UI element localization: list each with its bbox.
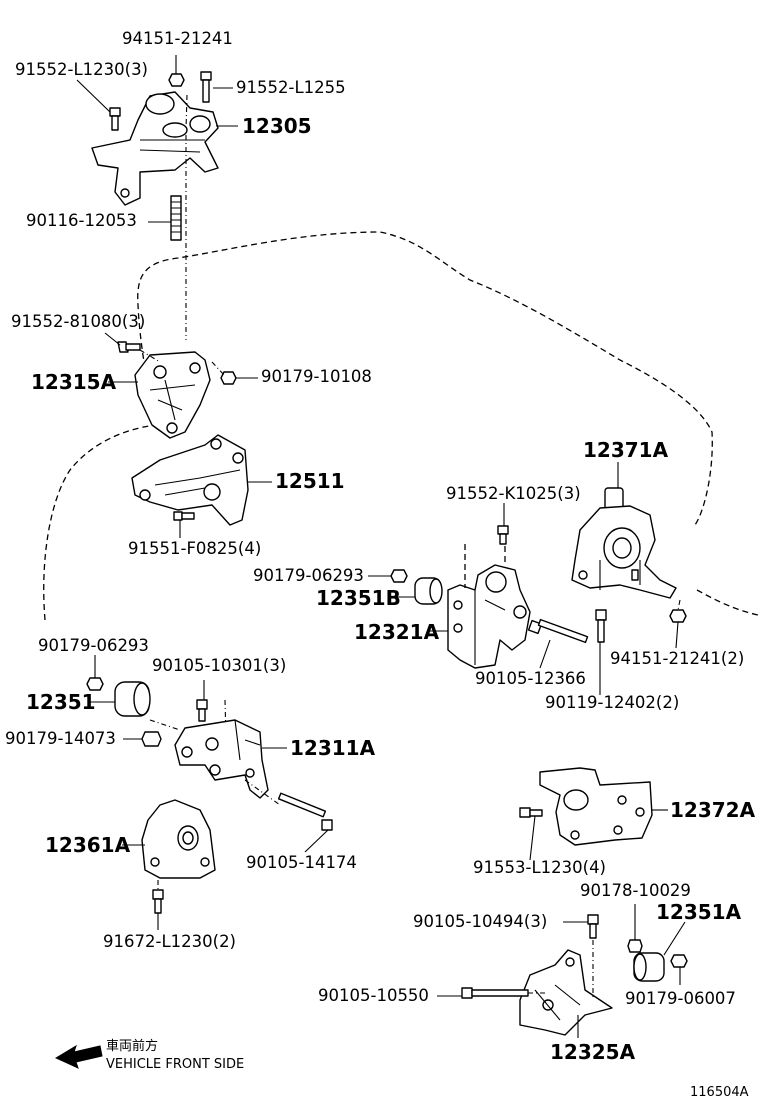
label-91553-L1230: 91553-L1230(4) (473, 858, 606, 877)
label-90179-10108: 90179-10108 (261, 367, 372, 386)
bolt-90105-10301 (196, 699, 208, 722)
label-12371A: 12371A (583, 438, 669, 462)
bolt-90105-12366 (527, 618, 589, 644)
label-90179-14073: 90179-14073 (5, 729, 116, 748)
bolt-91552-L1255 (200, 71, 212, 103)
bracket-12311A (174, 719, 269, 799)
diagram-id: 116504A (690, 1085, 749, 1100)
bolt-91552-K1025 (497, 525, 509, 545)
label-91552-K1025: 91552-K1025(3) (446, 484, 581, 503)
direction-label-jp: 車両前方 (106, 1039, 159, 1054)
bracket-12321A (447, 564, 531, 669)
nut-94151-21241-2 (669, 609, 687, 623)
bracket-12325A (519, 949, 613, 1036)
nut-94151-21241 (168, 73, 185, 87)
label-90105-10301: 90105-10301(3) (152, 656, 287, 675)
label-12305: 12305 (242, 114, 312, 138)
bolt-90119-12402 (595, 609, 607, 643)
label-12511: 12511 (275, 469, 345, 493)
nut-90178-10029 (627, 939, 643, 953)
bracket-12372A (539, 767, 653, 846)
bushing-12351 (114, 681, 151, 717)
label-12351B: 12351B (316, 586, 401, 610)
label-90105-10494: 90105-10494(3) (413, 912, 548, 931)
label-12321A: 12321A (354, 620, 440, 644)
label-90179-06007: 90179-06007 (625, 989, 736, 1008)
label-91552-L1255: 91552-L1255 (236, 78, 346, 97)
label-90116-12053: 90116-12053 (26, 211, 137, 230)
label-90105-12366: 90105-12366 (475, 669, 586, 688)
nut-90179-06007 (670, 954, 688, 968)
bolt-91552-L1230 (109, 107, 121, 131)
nut-90179-06293-b (86, 677, 104, 691)
mount-12361A (141, 799, 216, 879)
bushing-12351A (633, 952, 665, 982)
engine-outline (43, 231, 759, 621)
bolt-91553-L1230 (519, 807, 543, 818)
label-94151-21241-2: 94151-21241(2) (610, 649, 745, 668)
label-12351A: 12351A (656, 900, 742, 924)
label-91552-L1230: 91552-L1230(3) (15, 60, 148, 79)
label-91552-81080: 91552-81080(3) (11, 312, 146, 331)
bolt-91551-F0825 (173, 511, 195, 521)
label-90179-06293-b: 90179-06293 (38, 636, 149, 655)
nut-90179-10108 (220, 371, 237, 385)
label-12361A: 12361A (45, 833, 131, 857)
bolt-90105-10494 (587, 914, 599, 939)
label-12311A: 12311A (290, 736, 376, 760)
bolt-90105-14174 (277, 792, 333, 831)
label-12372A: 12372A (670, 798, 756, 822)
label-12325A: 12325A (550, 1040, 636, 1064)
bushing-12351B (414, 577, 443, 605)
bolt-91552-81080 (117, 341, 141, 353)
label-90178-10029: 90178-10029 (580, 881, 691, 900)
label-90179-06293-a: 90179-06293 (253, 566, 364, 585)
label-90119-12402: 90119-12402(2) (545, 693, 680, 712)
mount-12371A (571, 487, 677, 599)
label-91551-F0825: 91551-F0825(4) (128, 539, 262, 558)
label-12351: 12351 (26, 690, 96, 714)
label-94151-21241: 94151-21241 (122, 29, 233, 48)
direction-label-en: VEHICLE FRONT SIDE (106, 1057, 245, 1072)
arrow-left-icon (54, 1044, 103, 1069)
stud-90116-12053 (170, 195, 182, 241)
label-91672-L1230: 91672-L1230(2) (103, 932, 236, 951)
leader-lines (76, 55, 686, 1038)
label-90105-14174: 90105-14174 (246, 853, 357, 872)
bracket-12315A (134, 351, 211, 439)
bracket-12511 (131, 434, 249, 526)
label-12315A: 12315A (31, 370, 117, 394)
label-90105-10550: 90105-10550 (318, 986, 429, 1005)
